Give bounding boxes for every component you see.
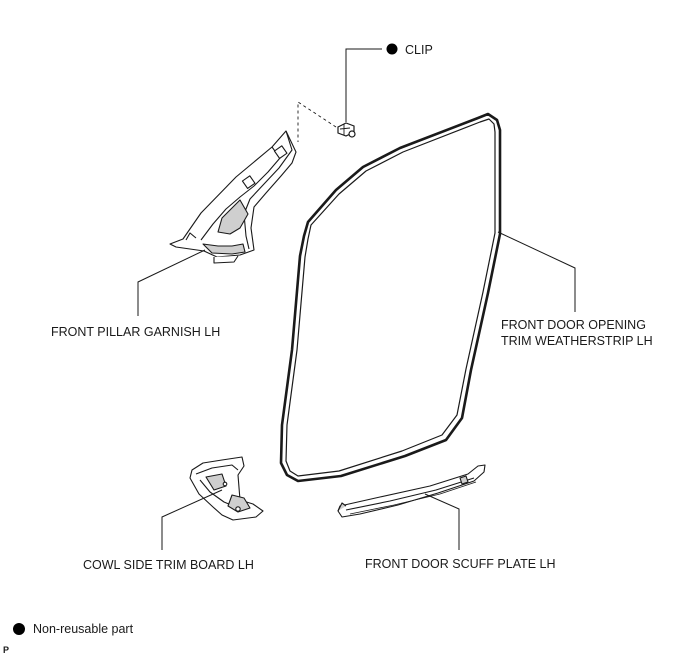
front-door-scuff-plate-part bbox=[337, 464, 486, 518]
scuff-plate-leader-line bbox=[424, 493, 460, 550]
front-pillar-garnish-part bbox=[169, 130, 297, 264]
label-clip: CLIP bbox=[405, 43, 433, 57]
clip-part bbox=[337, 122, 356, 138]
label-weatherstrip-line1: FRONT DOOR OPENING bbox=[501, 318, 646, 332]
label-front-door-scuff-plate: FRONT DOOR SCUFF PLATE LH bbox=[365, 557, 556, 571]
front-pillar-garnish-leader-line bbox=[137, 249, 206, 316]
weatherstrip-part bbox=[279, 112, 502, 483]
cowl-side-trim-board-part bbox=[189, 456, 264, 521]
label-cowl-side-trim-board: COWL SIDE TRIM BOARD LH bbox=[83, 558, 254, 572]
weatherstrip-leader-line bbox=[497, 231, 576, 312]
clip-leader-line bbox=[345, 48, 382, 122]
legend-text: Non-reusable part bbox=[33, 622, 134, 636]
cowl-side-trim-leader-line bbox=[161, 489, 223, 550]
legend: Non-reusable part bbox=[13, 622, 133, 636]
non-reusable-marker bbox=[386, 43, 398, 55]
label-weatherstrip-line2: TRIM WEATHERSTRIP LH bbox=[501, 334, 653, 348]
non-reusable-legend-icon bbox=[13, 623, 25, 635]
label-front-pillar-garnish: FRONT PILLAR GARNISH LH bbox=[51, 325, 221, 339]
figure-code: P bbox=[3, 645, 10, 655]
clip-install-dashed-line bbox=[297, 101, 337, 142]
